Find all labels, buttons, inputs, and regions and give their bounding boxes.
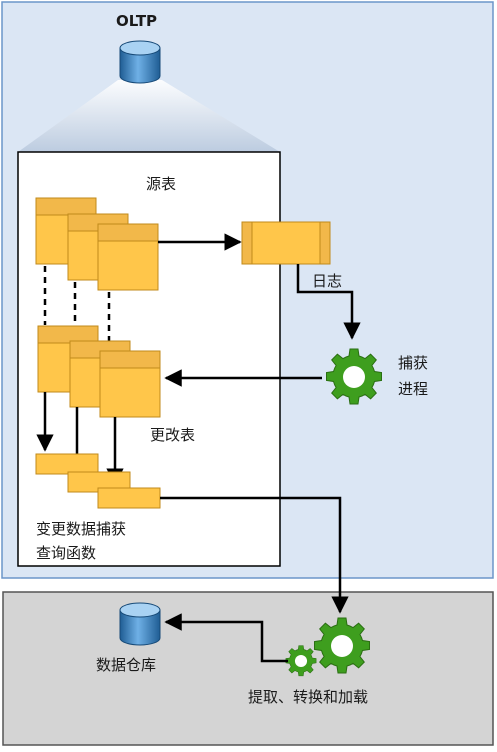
warehouse-zone [2, 591, 494, 746]
cdc-functions-label-line2: 查询函数 [36, 544, 97, 562]
arrow-log-to-capture [296, 264, 361, 340]
change-table-icon [99, 350, 161, 418]
source-table-label: 源表 [146, 175, 177, 193]
source-tables-stack [35, 197, 159, 291]
function-box [35, 453, 99, 475]
log-icon [241, 221, 331, 265]
warehouse-label: 数据仓库 [96, 656, 157, 674]
etl-gear-small-icon [285, 645, 317, 677]
arrow-function-to-etl [160, 496, 349, 614]
source-table-icon [97, 223, 159, 291]
warehouse-database-icon [119, 602, 161, 646]
etl-gear-large-icon [314, 617, 370, 674]
change-table-label: 更改表 [150, 426, 196, 444]
change-tables-stack [37, 325, 161, 418]
cdc-function-boxes [35, 453, 161, 509]
oltp-beam [18, 80, 280, 152]
oltp-label: OLTP [116, 12, 158, 30]
etl-label: 提取、转换和加载 [248, 688, 369, 706]
arrow-etl-to-warehouse [164, 613, 288, 663]
oltp-database-icon [119, 40, 161, 84]
capture-gear-icon [326, 348, 382, 405]
cdc-functions-label-line1: 变更数据捕获 [36, 520, 127, 538]
capture-process-label-line2: 进程 [398, 380, 429, 398]
log-label: 日志 [312, 272, 343, 290]
capture-process-label-line1: 捕获 [398, 354, 429, 372]
function-box [97, 487, 161, 509]
